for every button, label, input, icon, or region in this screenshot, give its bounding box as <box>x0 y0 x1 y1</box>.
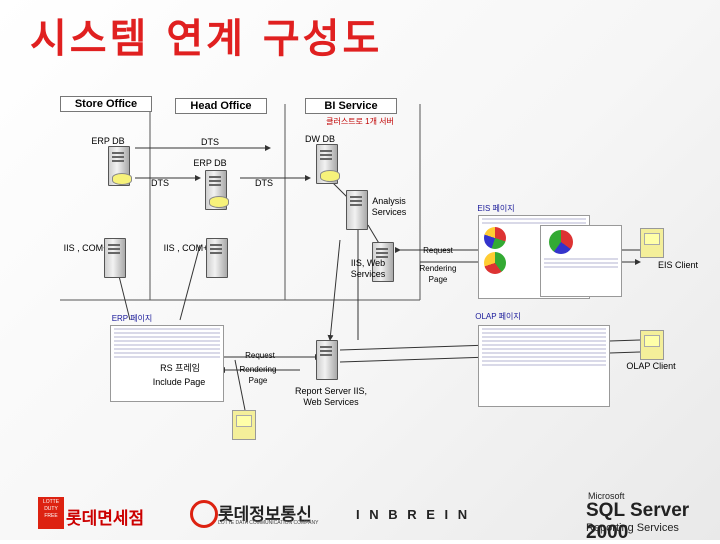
iis-com-mid-label: IIS , COM+ <box>163 243 209 253</box>
analysis-iis-line <box>367 224 381 246</box>
olap-page-screenshot <box>478 325 610 407</box>
page-title: 시스템 연계 구성도 <box>30 16 383 62</box>
rs-frame-label: RS 프레임 <box>160 363 200 373</box>
dts-right-label: DTS <box>255 178 273 188</box>
lotte-duty-free-text: 롯데면세점 <box>66 509 145 528</box>
request-top-label: Request <box>423 246 453 255</box>
iis-com-left-label: IIS , COM+ <box>63 243 109 253</box>
dts-left-label: DTS <box>151 178 169 188</box>
eis-page-label: EIS 페이지 <box>477 204 515 213</box>
erp-db-left-database-icon <box>112 173 132 185</box>
cluster-note: 클러스트로 1개 서버 <box>326 117 394 126</box>
lotte-data-text: 롯데정보통신 <box>218 505 312 524</box>
lotte-data-symbol-icon <box>190 500 218 528</box>
report-iis-arrow <box>327 239 341 341</box>
olap-page-label: OLAP 페이지 <box>475 312 521 321</box>
erp-db-mid-database-icon <box>209 196 229 208</box>
report-server-label: Report Server IIS, Web Services <box>294 386 368 407</box>
dw-db-database-icon <box>320 170 340 182</box>
zone-header-head-office: Head Office <box>175 98 267 114</box>
eis-client-label: EIS Client <box>657 260 699 270</box>
client-erp-line <box>234 359 246 411</box>
lotte-duty-free-logo: LOTTE DUTY FREE <box>38 497 64 529</box>
reporting-services-label: Reporting Services <box>586 522 679 534</box>
zone-header-bi-service: BI Service <box>305 98 397 114</box>
olap-client-label: OLAP Client <box>626 361 676 371</box>
erp-db-left-label: ERP DB <box>91 136 125 146</box>
include-page-label: Include Page <box>152 377 206 387</box>
dts-top-label: DTS <box>201 137 219 147</box>
erp-page-screenshot <box>110 325 224 402</box>
erp-client-computer-icon <box>232 410 256 440</box>
inbrein-logo: I N B R E I N <box>356 507 471 522</box>
erp-page-line-2 <box>179 244 201 321</box>
lotte-data-subtext: LOTTE DATA COMMUNICATION COMPANY <box>218 520 319 526</box>
dw-db-label: DW DB <box>305 134 335 144</box>
rendering-page-top-label: Rendering Page <box>419 264 457 284</box>
eis-client-computer-icon <box>640 228 664 258</box>
sql-server-label: SQL Server 2000 <box>586 500 690 543</box>
request-bottom-label: Request <box>245 351 275 360</box>
eis-page-screenshot-2 <box>540 225 622 297</box>
olap-client-computer-icon <box>640 330 664 360</box>
analysis-services-label: Analysis Services <box>371 196 407 217</box>
analysis-services-server-icon <box>346 190 368 230</box>
report-server-icon <box>316 340 338 380</box>
iis-web-services-server-icon <box>372 242 394 282</box>
iis-com-mid-server-icon <box>206 238 228 278</box>
iis-com-left-server-icon <box>104 238 126 278</box>
microsoft-label: Microsoft <box>588 491 625 501</box>
erp-db-mid-label: ERP DB <box>193 158 227 168</box>
rendering-page-bottom-label: Rendering Page <box>239 365 277 385</box>
zone-header-store-office: Store Office <box>60 96 152 112</box>
iis-web-services-label: IIS, Web Services <box>350 258 386 279</box>
erp-page-label: ERP 페이지 <box>111 314 153 323</box>
